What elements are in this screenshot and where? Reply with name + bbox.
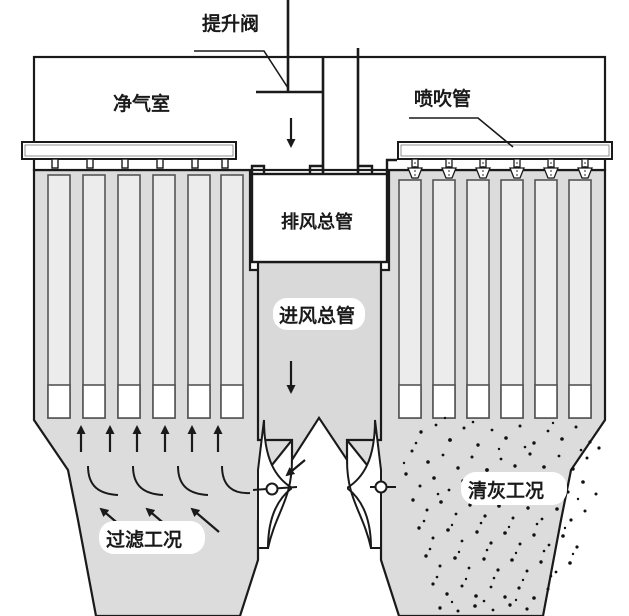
valve-symbol-right[interactable] bbox=[370, 480, 396, 494]
label-blow-pipe: 喷吹管 bbox=[414, 87, 471, 110]
label-clean-gas-chamber: 净气室 bbox=[113, 92, 170, 115]
filtration-label-group: 过滤工况 bbox=[99, 521, 205, 554]
label-cleaning-condition: 清灰工况 bbox=[468, 479, 544, 502]
left-filter-bags bbox=[47, 174, 244, 419]
blow-nozzles bbox=[407, 158, 593, 179]
filtration-label-box bbox=[99, 521, 205, 554]
up-arrows bbox=[76, 425, 223, 452]
cleaning-label-group: 清灰工况 bbox=[461, 472, 567, 505]
throat-entry-arrow bbox=[285, 459, 306, 477]
cleaning-label-box bbox=[461, 472, 567, 505]
inlet-duct-label-group: 进风总管 bbox=[273, 298, 365, 330]
exhaust-duct-left-foot bbox=[250, 164, 266, 174]
blow-pipe-leader bbox=[409, 117, 514, 148]
left-tube-sheet-assembly bbox=[21, 141, 244, 419]
exhaust-duct-box bbox=[250, 172, 389, 264]
left-bag-hangers bbox=[51, 158, 229, 169]
throat-cutouts bbox=[257, 416, 382, 560]
exhaust-duct-right-foot bbox=[385, 158, 397, 174]
right-hopper-inner-edge bbox=[346, 459, 372, 549]
label-filtration-condition: 过滤工况 bbox=[106, 529, 182, 551]
left-tube-sheet-inner bbox=[24, 144, 234, 157]
exhaust-main-duct bbox=[250, 158, 397, 264]
center-wedge bbox=[291, 416, 348, 461]
poppet-valve[interactable] bbox=[256, 0, 323, 94]
curved-flow-lines bbox=[87, 465, 251, 496]
label-inlet-main-duct: 进风总管 bbox=[279, 304, 355, 327]
exhaust-duct-step-left bbox=[308, 164, 323, 174]
inlet-label-box bbox=[273, 298, 365, 330]
label-exhaust-main-duct: 排风总管 bbox=[281, 211, 353, 233]
poppet-valve-leader bbox=[194, 50, 289, 89]
dust-particles bbox=[402, 416, 601, 613]
label-poppet-valve: 提升阀 bbox=[202, 12, 259, 35]
blow-pipe-header-inner bbox=[400, 144, 610, 157]
exhaust-duct-step-right bbox=[358, 164, 374, 174]
flow-valve-symbols[interactable] bbox=[252, 480, 396, 496]
valve-symbol-left[interactable] bbox=[252, 482, 298, 496]
center-throat-white bbox=[292, 418, 347, 560]
